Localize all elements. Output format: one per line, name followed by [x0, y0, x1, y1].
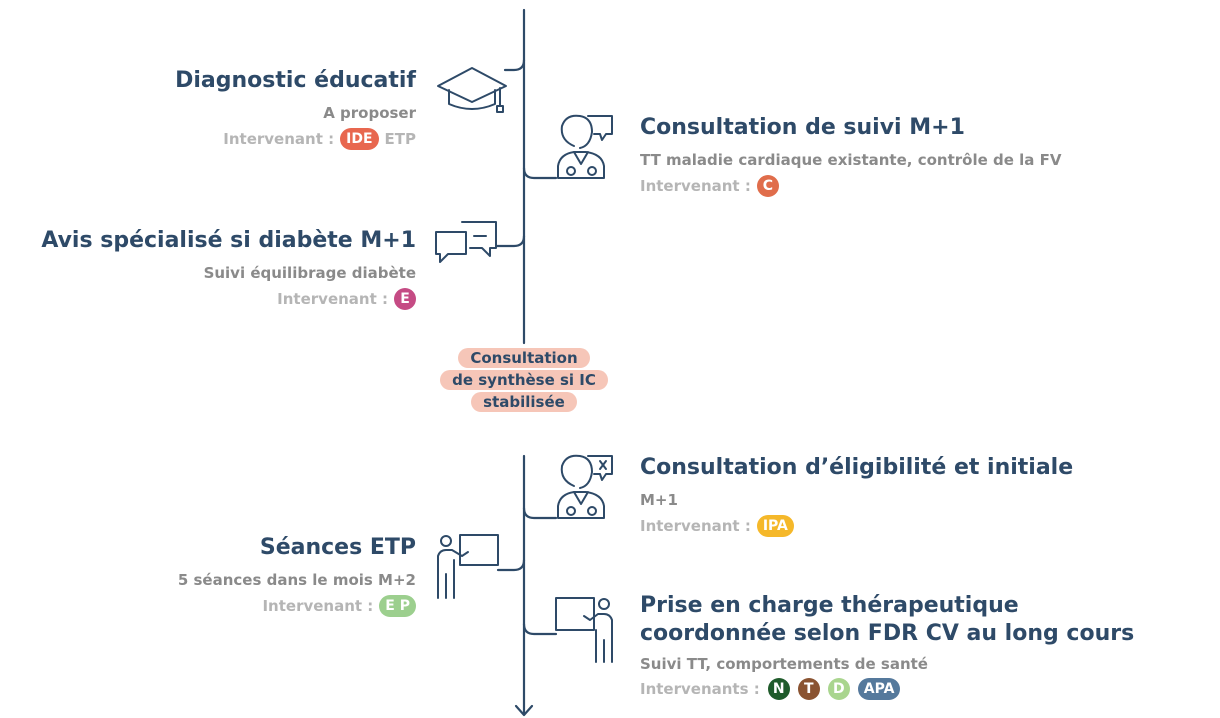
- intervenant-label: Intervenant :: [277, 290, 388, 308]
- graduation-cap-icon: [437, 67, 507, 113]
- doctor-speech-icon: [557, 114, 613, 179]
- diagnostic-title: Diagnostic éducatif: [175, 68, 416, 93]
- eligibilite-block: Consultation d’éligibilité et initiale M…: [640, 454, 1073, 537]
- prise-en-charge-block: Prise en charge thérapeutique coordonnée…: [640, 592, 1134, 700]
- eligibilite-subtitle: M+1: [640, 491, 678, 509]
- consultation-suivi-title: Consultation de suivi M+1: [640, 115, 965, 140]
- badge-apa: APA: [857, 678, 901, 700]
- teacher-board-icon: [437, 534, 499, 599]
- seances-subtitle: 5 séances dans le mois M+2: [177, 571, 416, 589]
- intervenants-label: Intervenants :: [640, 680, 760, 698]
- chat-bubbles-icon: [435, 221, 497, 263]
- connector-diagnostic: [503, 58, 526, 72]
- intervenant-label: Intervenant :: [640, 177, 751, 195]
- consultation-suivi-subtitle: TT maladie cardiaque existante, contrôle…: [640, 151, 1062, 169]
- presenter-board-icon: [555, 597, 613, 663]
- synthese-line-3: stabilisée: [471, 392, 577, 412]
- consultation-suivi-block: Consultation de suivi M+1 TT maladie car…: [640, 114, 1061, 197]
- eligibilite-title: Consultation d’éligibilité et initiale: [640, 455, 1074, 480]
- connector-prise-en-charge: [522, 622, 558, 636]
- intervenant-label: Intervenant :: [640, 517, 751, 535]
- badge-e: E: [394, 288, 416, 310]
- eligibilite-intervenant: Intervenant : IPA: [640, 515, 1073, 537]
- synthese-block: Consultation de synthèse si IC stabilisé…: [431, 348, 617, 414]
- connector-eligibilite: [522, 506, 558, 520]
- badge-t: T: [797, 678, 820, 700]
- badge-ep: E P: [379, 595, 416, 617]
- consultation-suivi-intervenant: Intervenant : C: [640, 175, 1061, 197]
- synthese-line-2: de synthèse si IC: [440, 370, 608, 390]
- seances-intervenant: Intervenant : E P: [178, 595, 416, 617]
- connector-avis: [495, 234, 526, 248]
- prise-en-charge-title-line2: coordonnée selon FDR CV au long cours: [640, 621, 1135, 646]
- badge-n: N: [767, 678, 790, 700]
- badge-ipa: IPA: [756, 515, 794, 537]
- badge-c: C: [756, 175, 779, 197]
- timeline-arrow-icon: [514, 704, 534, 717]
- prise-en-charge-intervenants: Intervenants : N T D APA: [640, 678, 1134, 700]
- badge-d: D: [827, 678, 850, 700]
- doctor-sparkle-icon: [557, 454, 613, 519]
- avis-subtitle: Suivi équilibrage diabète: [203, 264, 416, 282]
- badge-ide: IDE: [340, 128, 379, 150]
- etp-label: ETP: [384, 130, 416, 148]
- diagnostic-subtitle: A proposer: [323, 104, 416, 122]
- diagnostic-intervenant: Intervenant : IDE ETP: [175, 128, 416, 150]
- synthese-line-1: Consultation: [458, 348, 590, 368]
- avis-intervenant: Intervenant : E: [41, 288, 416, 310]
- prise-en-charge-subtitle: Suivi TT, comportements de santé: [640, 655, 928, 673]
- avis-block: Avis spécialisé si diabète M+1 Suivi équ…: [41, 227, 416, 310]
- connector-seances: [496, 558, 526, 572]
- avis-title: Avis spécialisé si diabète M+1: [41, 228, 416, 253]
- connector-consultation-suivi: [522, 166, 558, 180]
- seances-block: Séances ETP 5 séances dans le mois M+2 I…: [178, 534, 416, 617]
- intervenant-label: Intervenant :: [262, 597, 374, 615]
- prise-en-charge-title-line1: Prise en charge thérapeutique: [640, 593, 1019, 618]
- intervenant-label: Intervenant :: [223, 130, 335, 148]
- diagnostic-block: Diagnostic éducatif A proposer Intervena…: [175, 67, 416, 150]
- seances-title: Séances ETP: [259, 535, 416, 560]
